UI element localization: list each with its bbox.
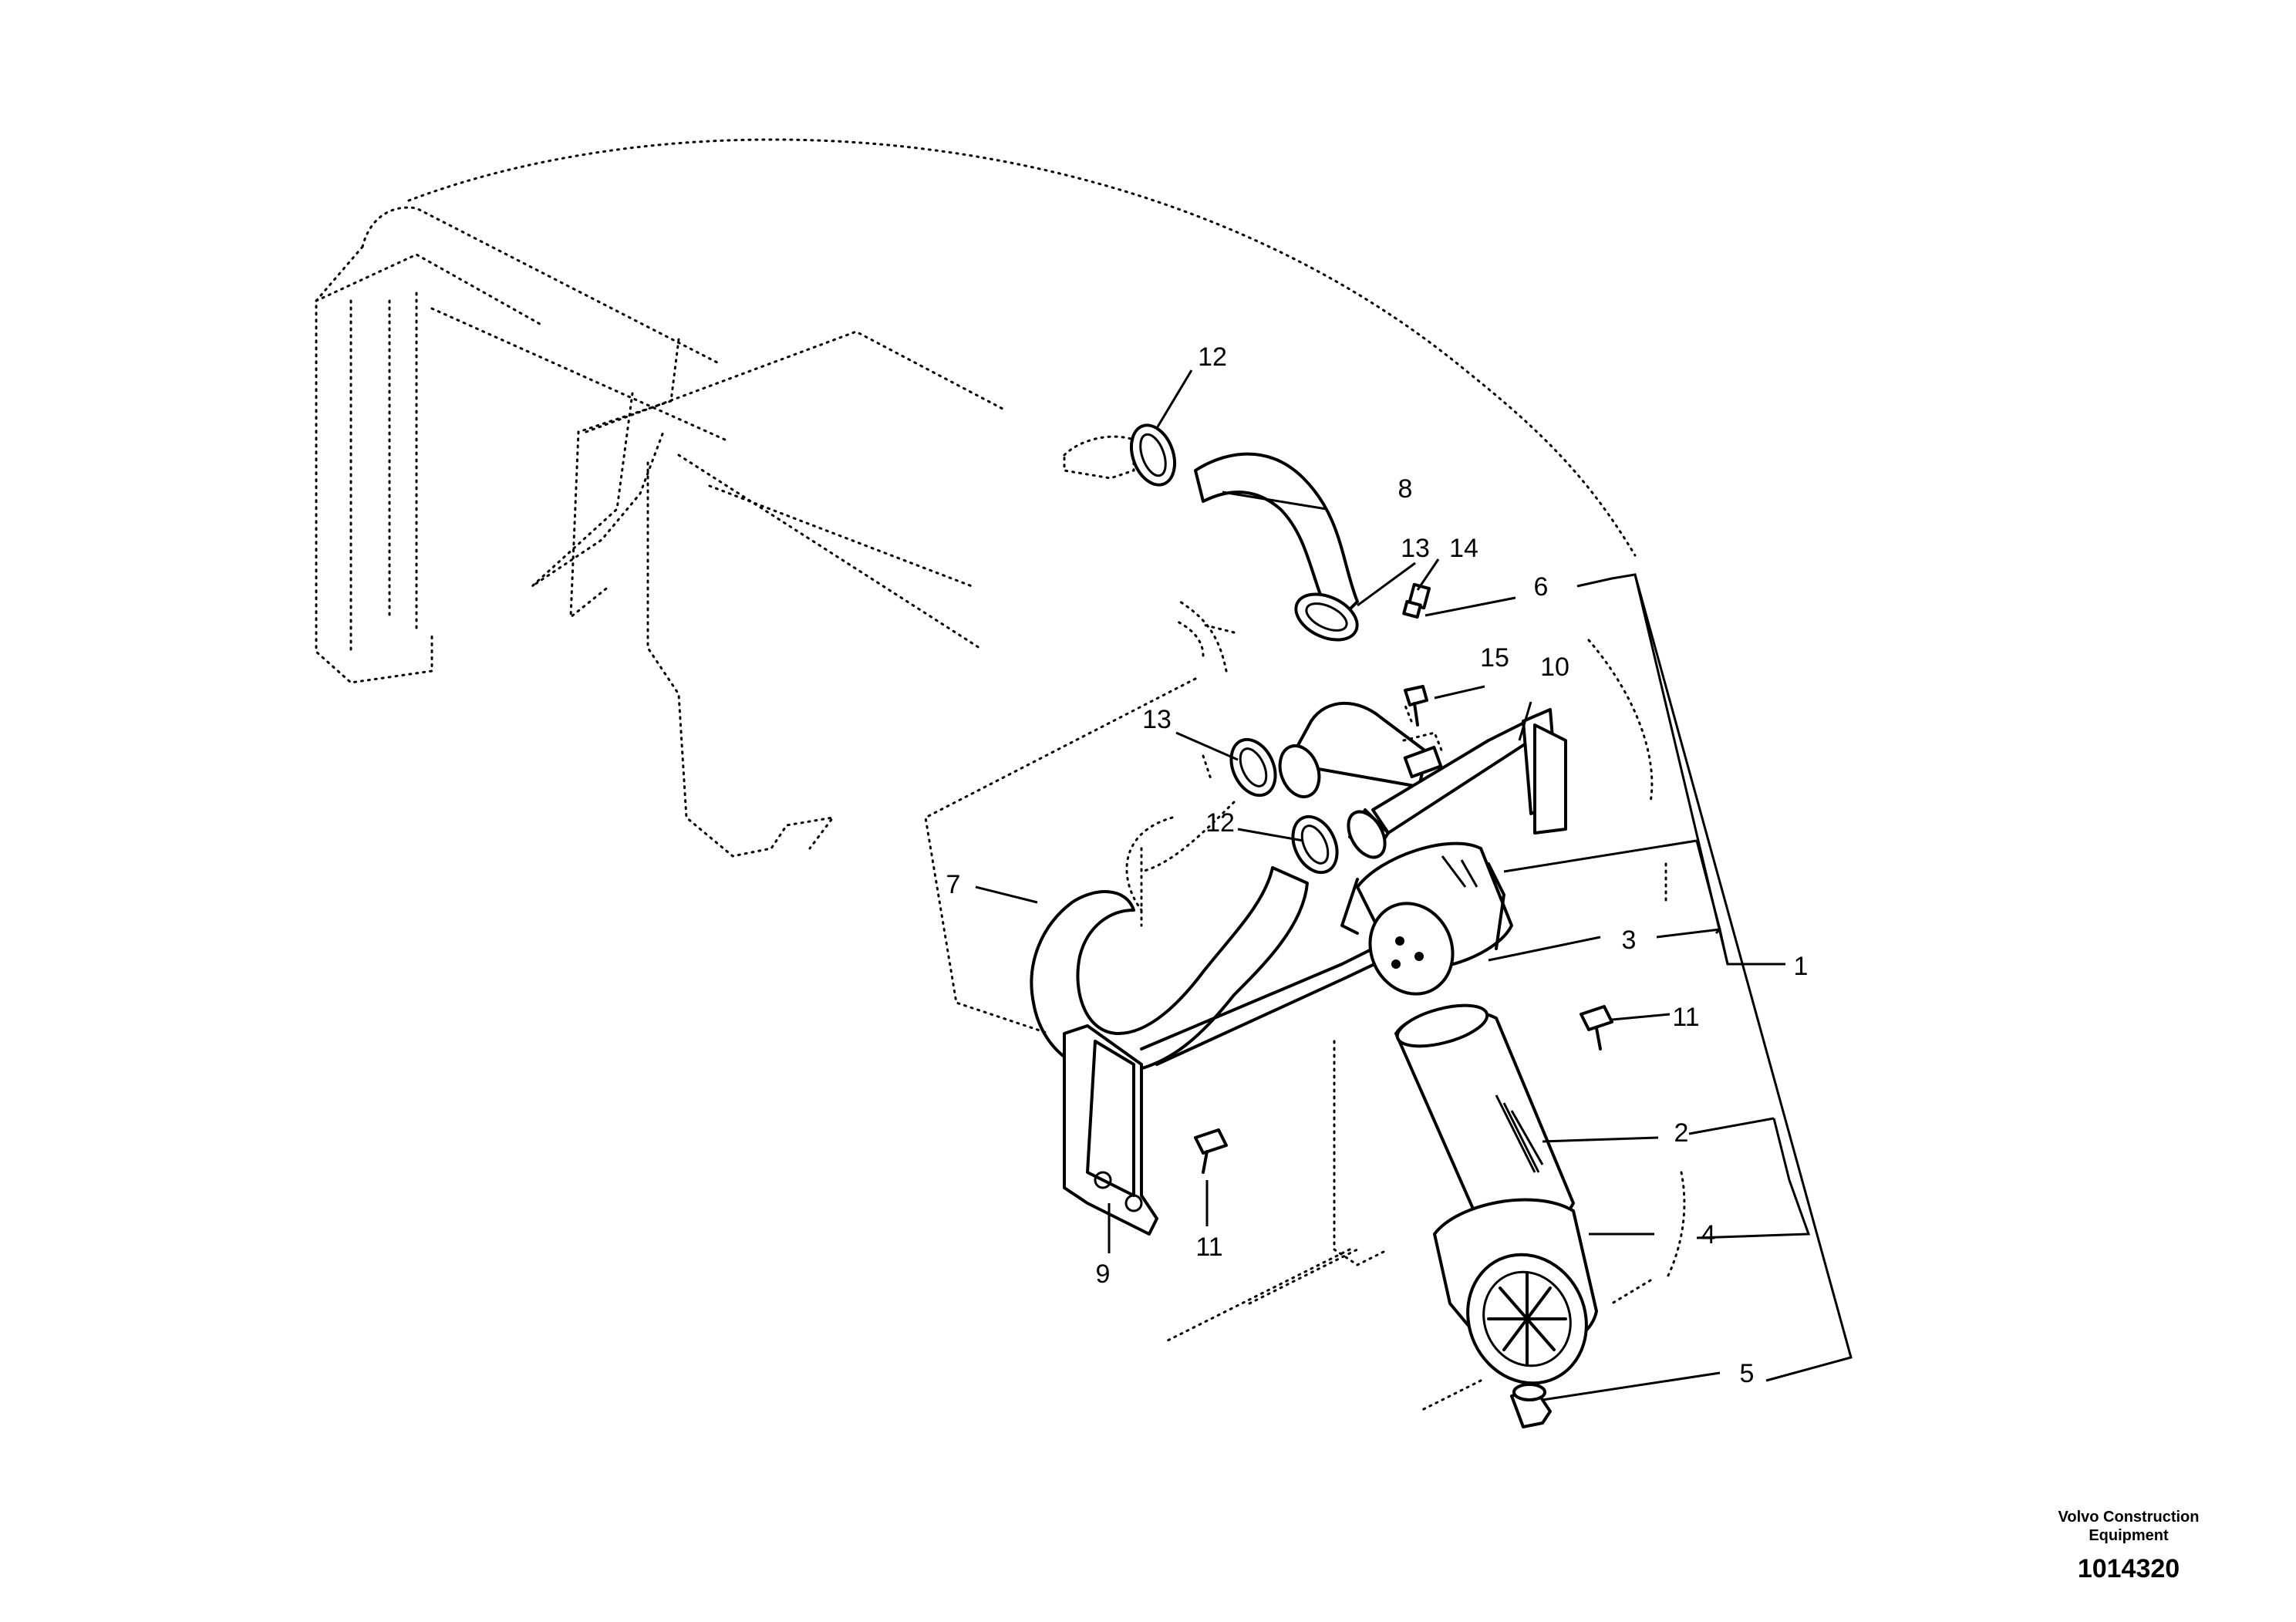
callout-7: 7 [946,870,961,899]
company-name-line2: Equipment [2089,1527,2169,1544]
callout-9: 9 [1096,1259,1111,1289]
callout-5: 5 [1740,1359,1755,1388]
company-name-line1: Volvo Construction [2058,1509,2200,1526]
air-cleaner-inlet-pipe-10 [1278,701,1567,859]
fitting-6 [1402,599,1422,619]
clamp-13-lower [1229,737,1277,798]
bracket-9 [1063,901,1490,1236]
callout-2: 2 [1674,1118,1689,1148]
callout-4: 4 [1701,1220,1716,1249]
callout-labels: 12 8 13 14 6 15 10 13 12 7 3 1 11 2 4 9 … [946,342,1809,1388]
clamp-12-lower [1291,814,1339,875]
screw-15 [1404,685,1428,727]
callout-12-lower: 12 [1205,808,1235,838]
drawing-number: 1014320 [2077,1554,2180,1583]
drawing-footer: Volvo Construction Equipment 1014320 [2021,1508,2237,1584]
hose-7 [1030,866,1309,1075]
engine-outline [315,138,1686,1413]
bolt-11-right [1580,1005,1613,1050]
bolt-11-lower [1194,1128,1228,1174]
clamp-12-upper [1129,423,1177,487]
end-cover-4 [1433,1198,1598,1385]
leader-lines [975,369,1853,1401]
callout-6: 6 [1534,572,1549,602]
callout-12-upper: 12 [1198,342,1227,372]
callout-8: 8 [1398,474,1413,504]
callout-10: 10 [1540,653,1569,682]
callout-3: 3 [1622,926,1637,955]
callout-14: 14 [1449,534,1478,563]
callout-1: 1 [1794,952,1809,981]
clamp-13-upper [1294,592,1359,642]
callout-15: 15 [1480,643,1509,673]
callout-11-lower: 11 [1195,1233,1222,1262]
air-cleaner-housing-3 [1340,841,1513,996]
evacuator-valve-5 [1510,1383,1552,1428]
callout-11-right: 11 [1672,1003,1699,1032]
hose-8 [1194,452,1359,626]
callout-13-lower: 13 [1142,705,1172,734]
callout-13-upper: 13 [1401,534,1430,563]
